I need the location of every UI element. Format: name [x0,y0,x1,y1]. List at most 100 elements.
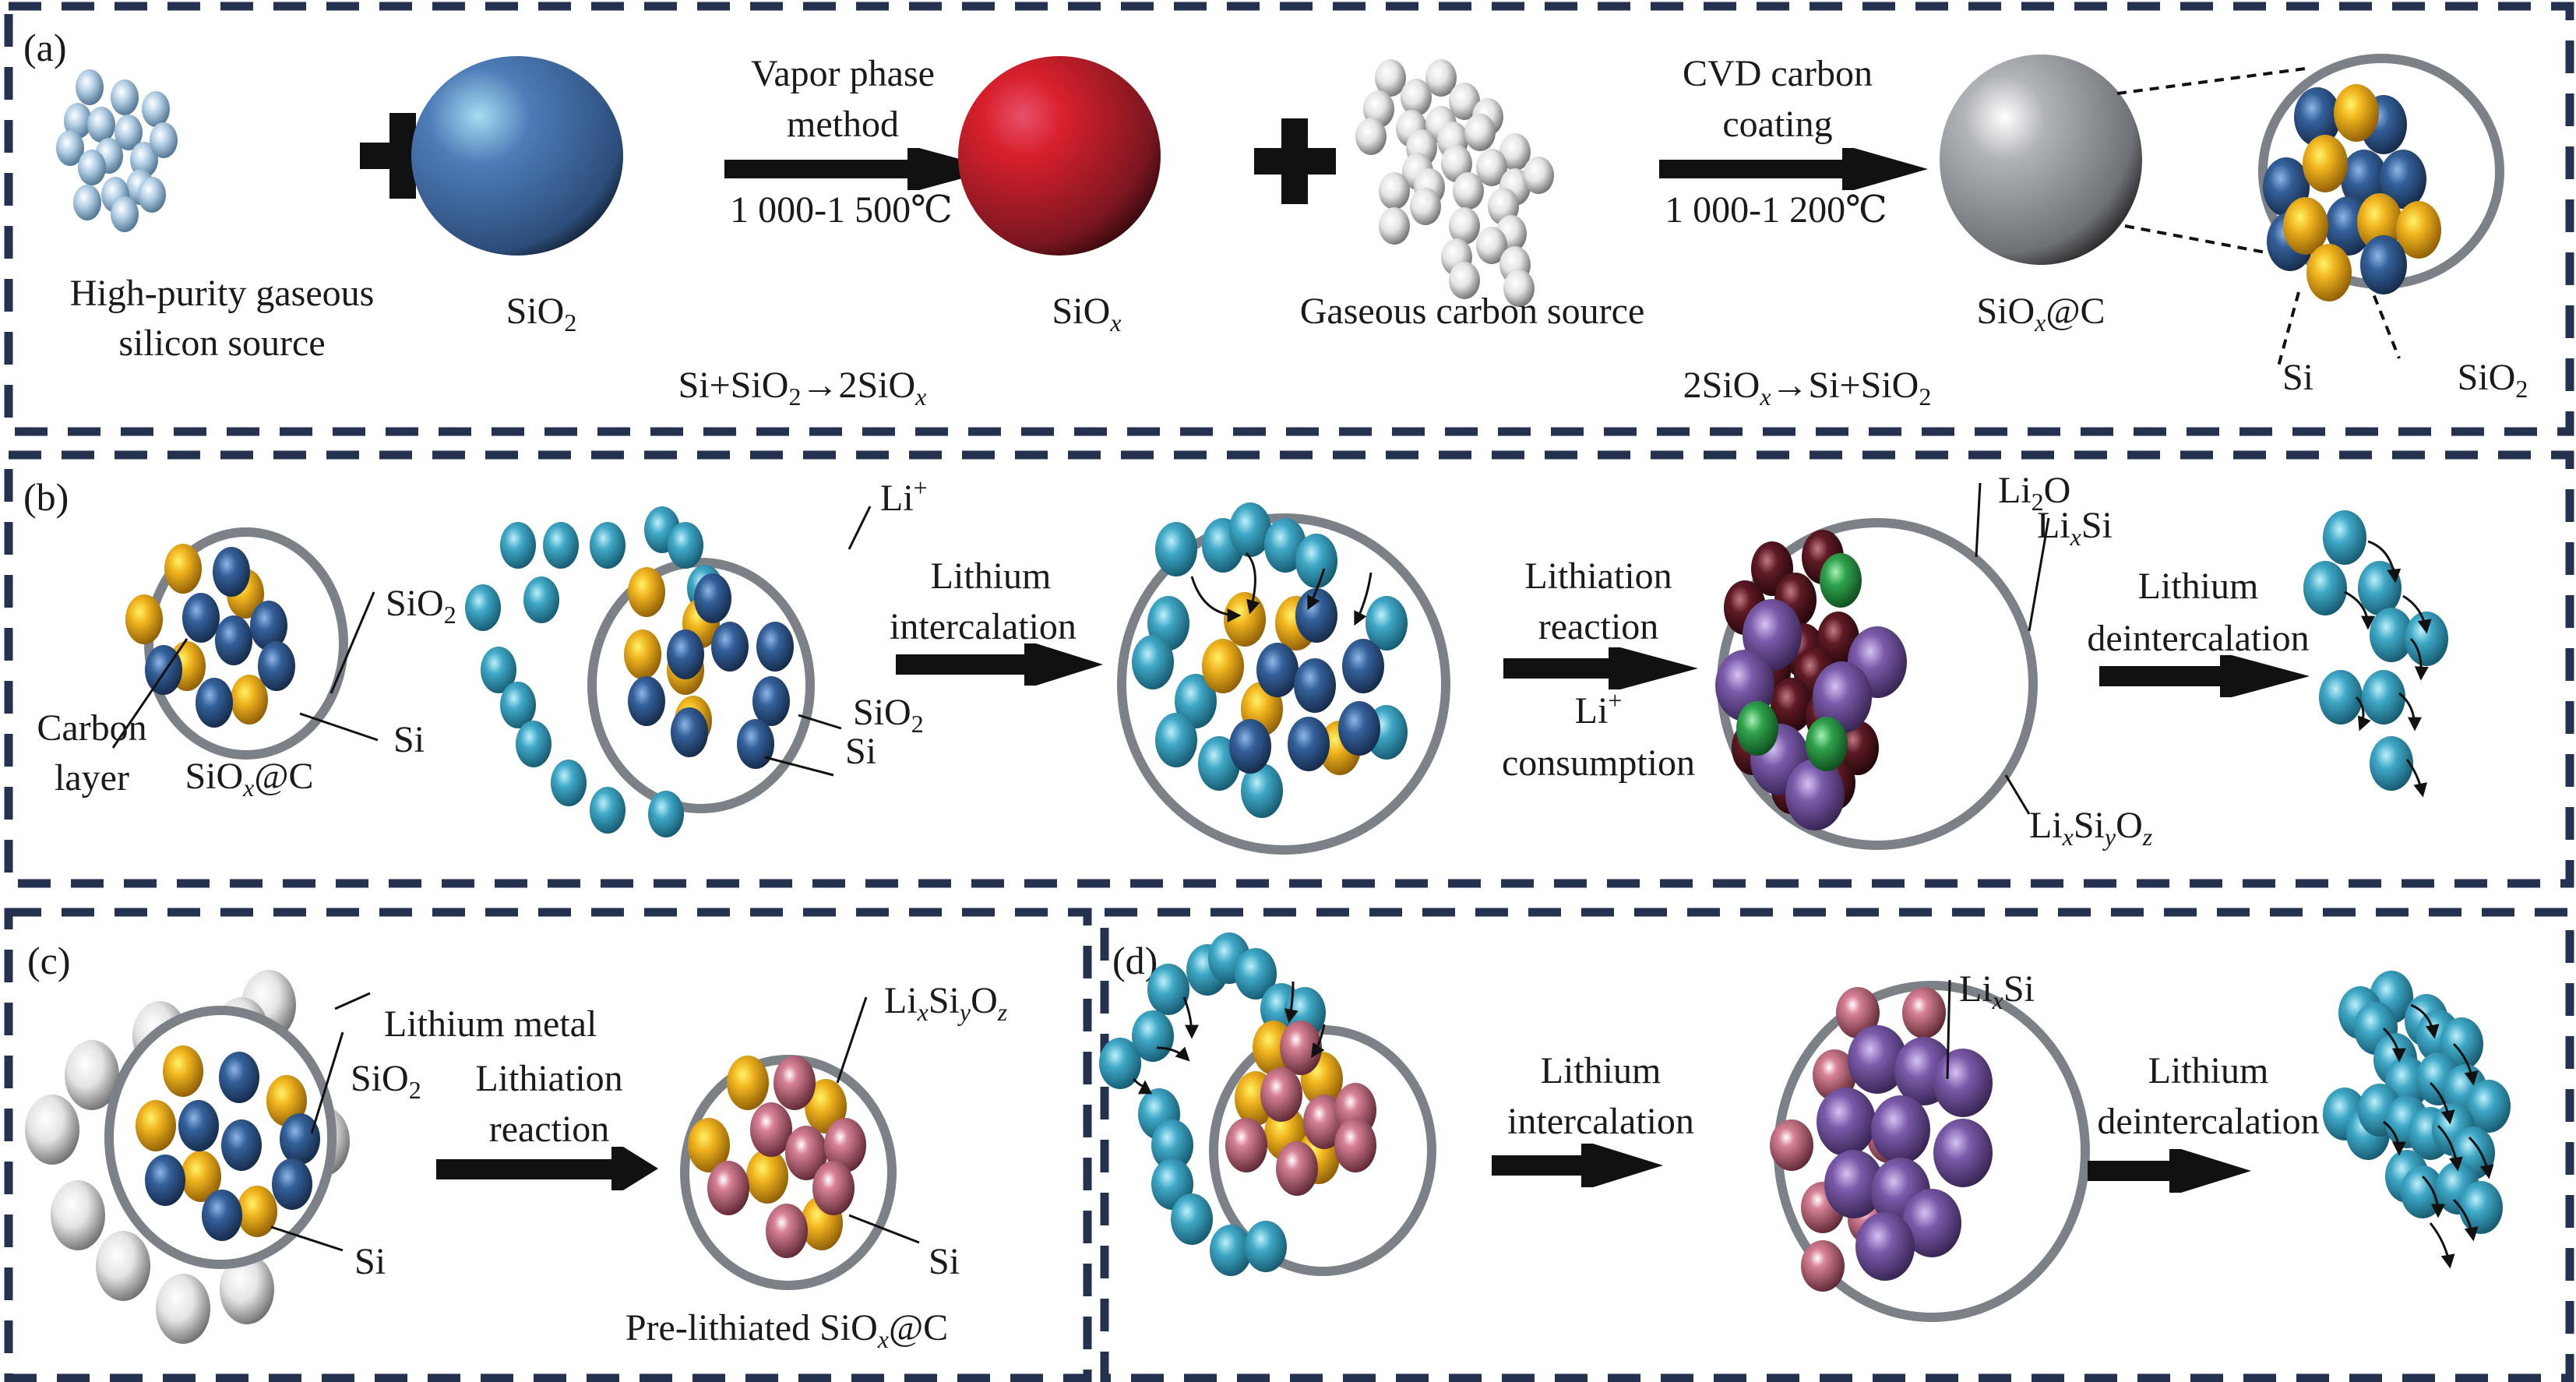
lixsiyoz-particle [824,1118,866,1172]
si-particle [2334,84,2379,142]
lixsi-particle [1871,1095,1930,1164]
siox-label: SiOx [1052,291,1122,337]
zoomed-particle-contents [2263,84,2441,301]
lithium-ion [1147,964,1189,1015]
lithium-intercalation-label-2: intercalation [1507,1101,1694,1142]
motion-arrow-icon [2437,1124,2463,1172]
sio2-particle [1294,658,1336,713]
lithium-deintercalation-label-1: Lithium [2138,566,2259,607]
silicon-source-label-1: High-purity gaseous [70,273,375,314]
motion-arrow-icon [2421,1175,2445,1218]
panel-a: (a) High-purity gaseous silicon source S… [23,26,2528,411]
li-ion-label: Li+ [880,474,928,519]
lithium-metal-label: Lithium metal [384,1003,597,1045]
li-consumption-label-2: consumption [1502,742,1695,784]
motion-arrow-icon [2398,692,2422,732]
motion-arrow-icon [2344,591,2375,630]
siox-c-particle-contents [136,1045,320,1241]
equation-2: 2SiOx→Si+SiO2 [1683,365,1932,411]
gaseous-silicon-particle [73,185,101,220]
lithium-ion [1245,1221,1287,1272]
si-particle [2396,201,2441,259]
lixsi-particle [1902,1189,1961,1257]
lithium-ion [1155,713,1197,767]
leader-line [848,506,872,550]
motion-arrow-icon [2405,759,2427,798]
gaseous-silicon-particle [76,69,104,105]
lixsiyoz-particle [1801,1240,1845,1292]
lithium-metal-particle [51,1180,105,1250]
sio2-particle [628,676,665,726]
gaseous-silicon-particle [111,196,139,232]
lixsiyoz-label: LixSiyOz [2029,805,2153,851]
lithium-ion [516,721,551,767]
lithium-ion [1295,534,1337,588]
siox-sphere [958,56,1161,256]
motion-arrow-icon [2429,1222,2455,1269]
gaseous-silicon-particle [138,177,166,213]
intercalated-particle-contents [1132,502,1408,818]
lixsiyoz-particle [766,1204,808,1258]
motion-arrow-icon [1132,1077,1152,1095]
lixsiyoz-particle [1276,1141,1318,1196]
sio2-particle [2294,87,2341,146]
lithium-ion [2370,608,2413,662]
lithium-ion [1241,763,1283,818]
zoom-si-label: Si [2282,357,2313,398]
sio2-particle [178,1100,219,1151]
lixsi-particle [1785,759,1845,830]
si-particle [163,1045,203,1097]
lithium-ion [1229,502,1271,557]
gaseous-carbon-particle [1449,83,1480,120]
motion-arrow-icon [1354,572,1373,626]
gaseous-carbon-particle [1425,59,1457,97]
lithium-ion [500,682,536,728]
lithium-ion [2323,510,2366,565]
si-particle [181,1151,221,1202]
motion-arrow-icon [2452,1042,2479,1086]
sio2-label: SiO2 [506,291,577,337]
lithium-ion [1210,1225,1252,1276]
sio2-particle [1288,717,1330,771]
motion-arrow-icon [2429,1081,2455,1125]
motion-arrow-icon [1182,996,1199,1039]
sio2-particle [280,1113,320,1165]
sio2-particle [2380,150,2426,209]
leader-line [329,591,375,694]
si-label: Si [393,719,425,760]
lithium-metal-particle [65,1040,119,1110]
leader-line [270,1225,344,1252]
gaseous-carbon-particle [1355,118,1387,155]
si-particle [624,629,661,679]
lithium-ion [1155,522,1197,576]
leader-line [848,1214,920,1244]
arrow-icon [2099,655,2310,697]
lixsiyoz-particle [812,1161,855,1215]
prelithiated-label: Pre-lithiated SiOx@C [625,1307,948,1353]
lithium-ion [668,522,703,569]
arrow-icon [724,148,997,190]
lithiation-reaction-label-2: reaction [489,1109,610,1150]
zoom-dashed-lines [2116,67,2401,367]
si-label: Si [845,731,876,772]
sio2-particle [1295,588,1337,643]
prelithiated-particle-contents [1099,932,1376,1276]
lithiation-reaction-label-1: Lithiation [475,1058,622,1099]
siox-c-sphere [1940,55,2142,265]
leader-line [1946,979,1951,1080]
li2o-label: Li2O [1998,470,2070,516]
lixsi-label: LixSi [1959,968,2035,1014]
gaseous-silicon-particle [78,150,106,185]
lithium-ion [648,791,684,837]
gaseous-silicon-particle [111,79,139,115]
arrow-icon [436,1147,658,1190]
motion-arrow-icon [1311,1024,1326,1058]
cvd-temp: 1 000-1 200℃ [1665,189,1887,231]
leader-line [334,992,371,1010]
sio2-particle [258,641,295,691]
li-consumption-label-1: Li+ [1575,686,1623,732]
gaseous-carbon-particle [1401,79,1432,116]
li2o-particle [1806,717,1848,771]
cvd-label-2: coating [1722,104,1832,145]
